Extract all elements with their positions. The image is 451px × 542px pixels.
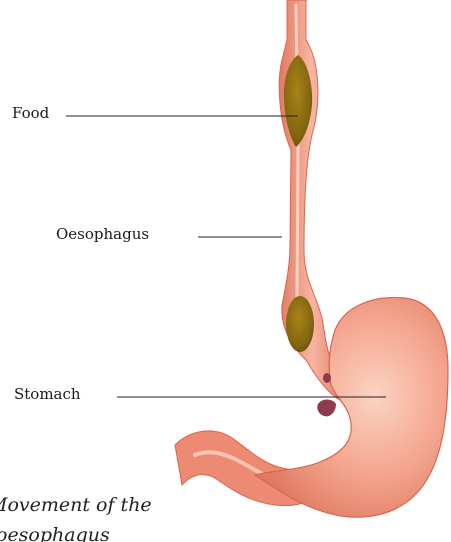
stomach-label: Stomach bbox=[14, 387, 81, 402]
food-label: Food bbox=[12, 106, 49, 121]
stomach-body bbox=[255, 297, 448, 517]
sphincter-lower bbox=[317, 400, 336, 417]
figure-caption-line1: Movement of the bbox=[0, 496, 152, 515]
sphincter-upper bbox=[323, 373, 331, 383]
oesophagus-label: Oesophagus bbox=[56, 227, 149, 242]
food-bolus-lower bbox=[286, 296, 314, 352]
figure-caption-line2: oesophagus bbox=[0, 526, 110, 542]
